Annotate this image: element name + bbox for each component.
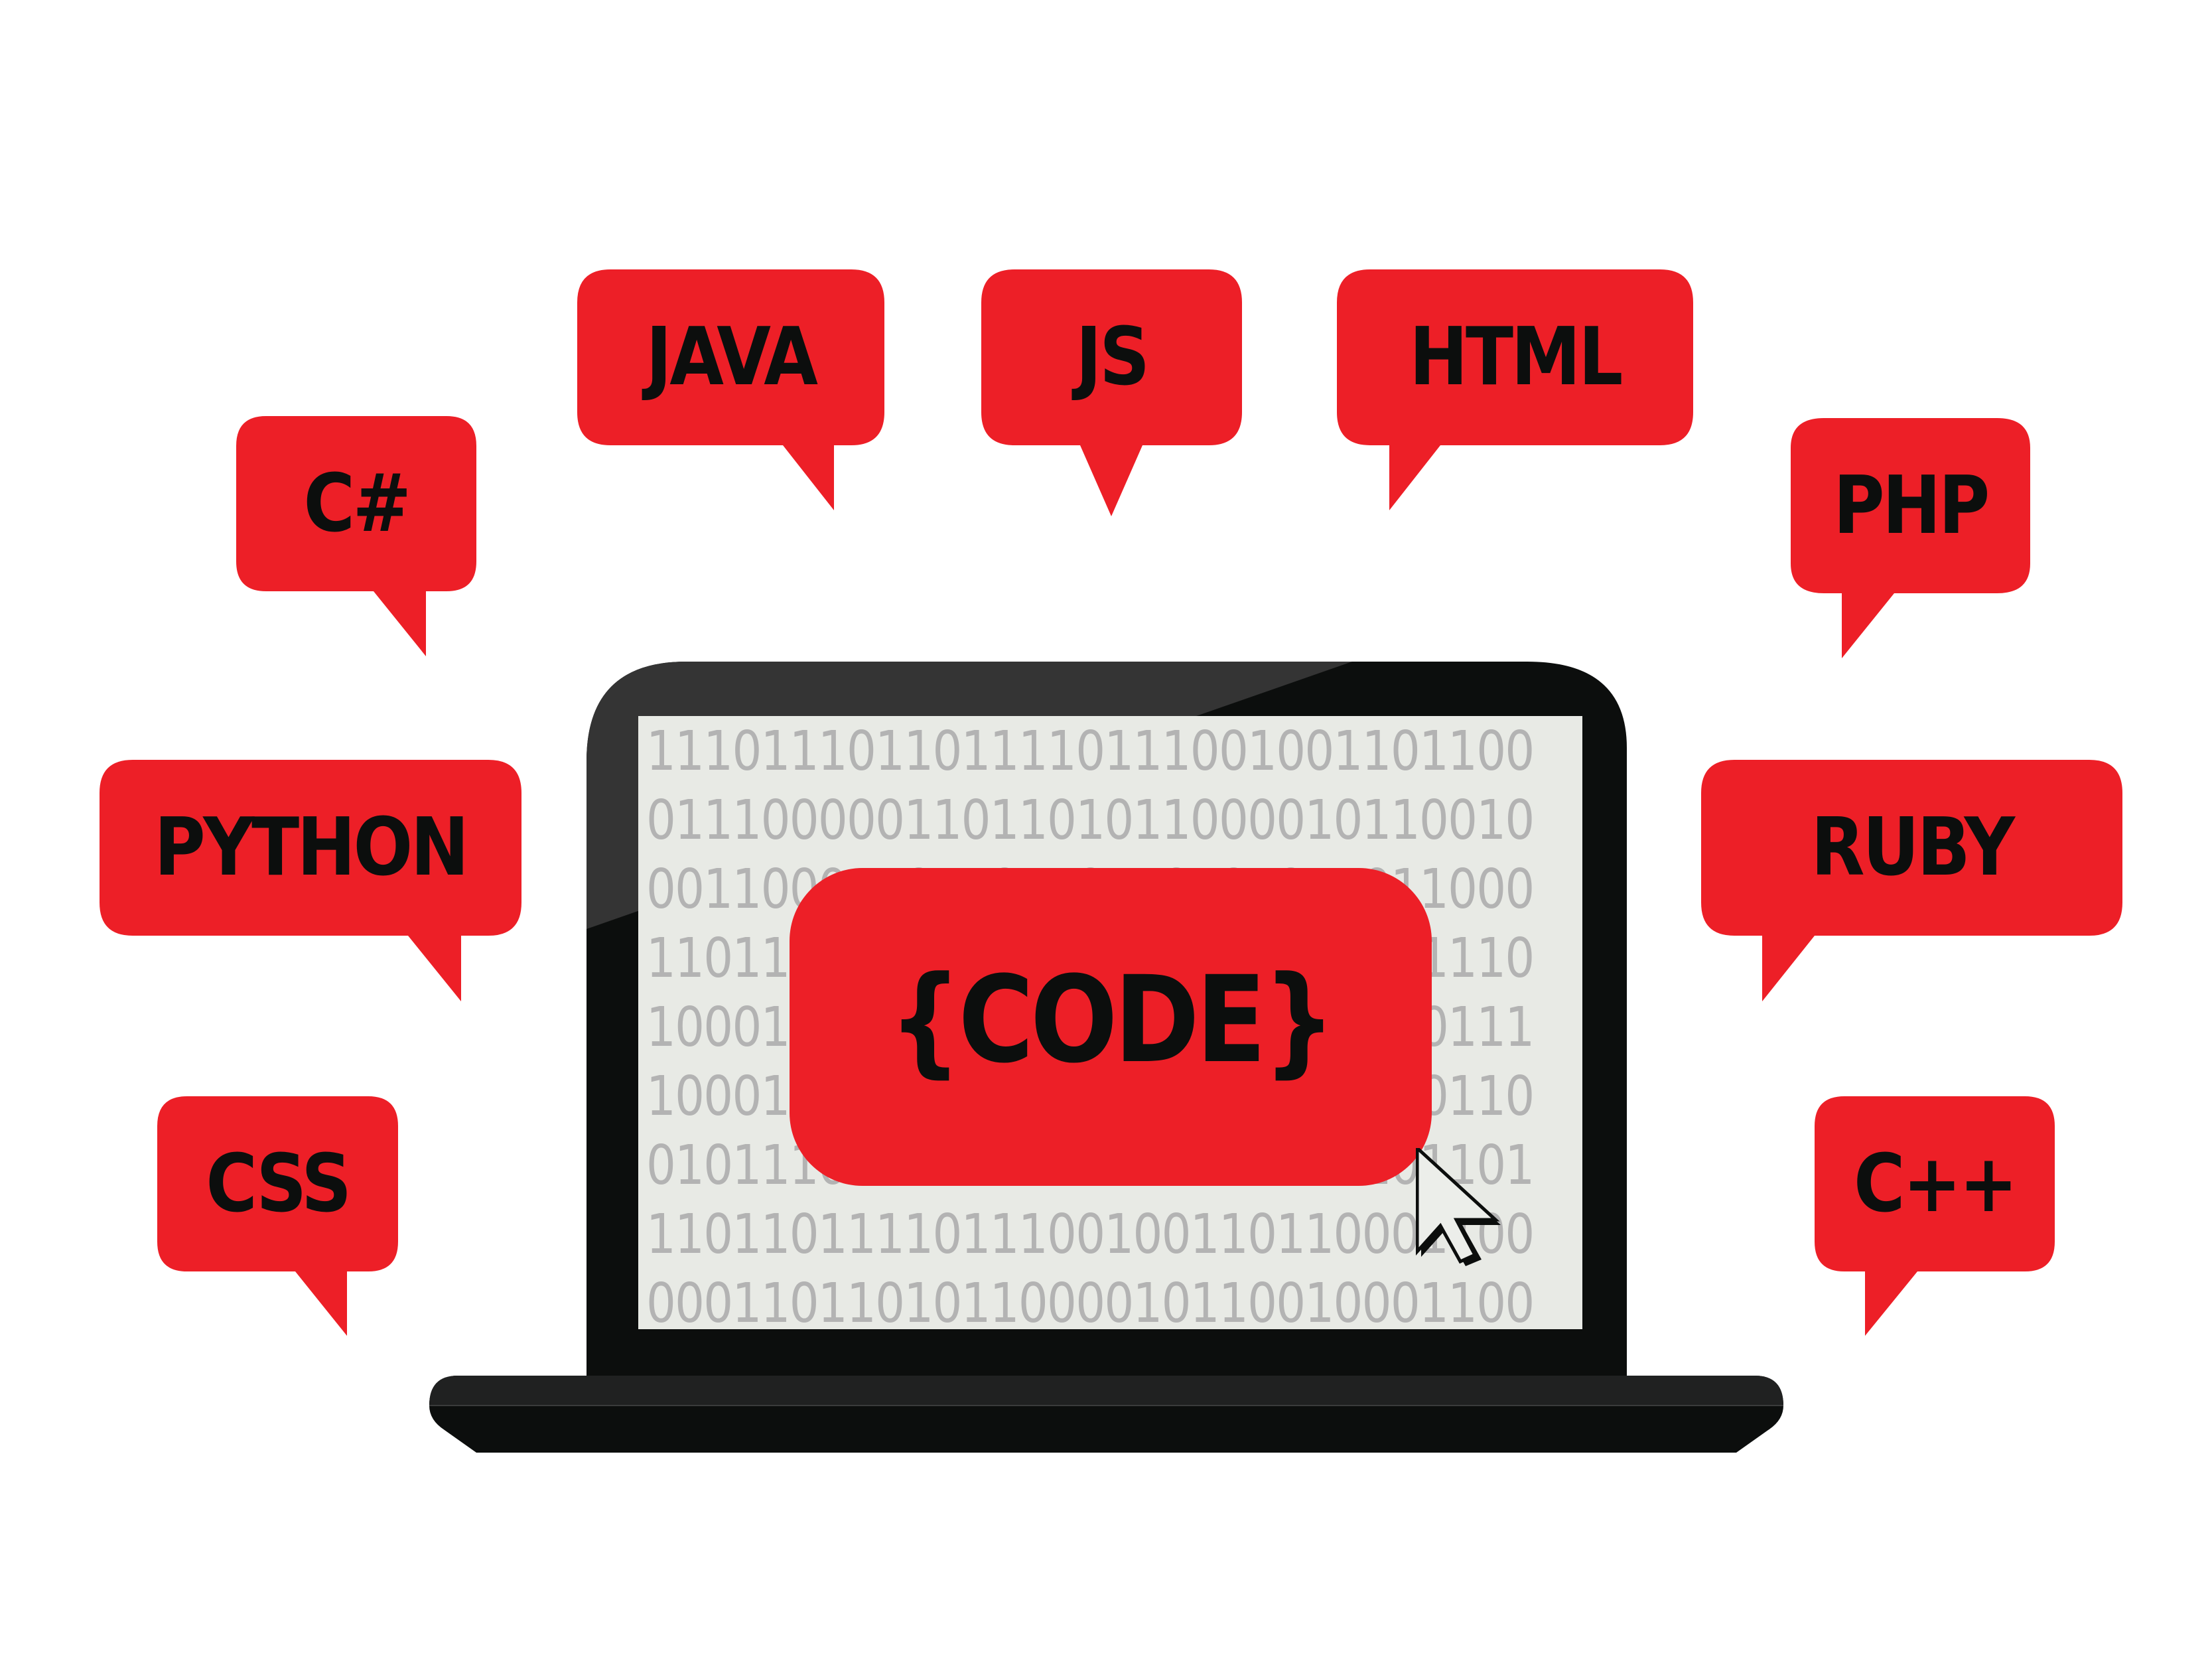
binary-row: 0111000001101101011000010110010 xyxy=(646,789,1535,852)
bubble-csharp: C# xyxy=(236,416,476,656)
bubble-label: HTML xyxy=(1409,311,1623,403)
speech-bubble-icon xyxy=(981,269,1242,516)
bubble-label: PYTHON xyxy=(154,802,469,894)
laptop-screen: 1110111011011110111001001101100 01110000… xyxy=(638,716,1582,1329)
speech-bubble-icon xyxy=(1791,418,2030,658)
bubble-label: JAVA xyxy=(646,311,818,403)
laptop-base-icon xyxy=(429,1376,1783,1453)
speech-bubble-icon xyxy=(1701,760,2122,1001)
bubble-ruby: RUBY xyxy=(1701,760,2122,1001)
bubble-js: JS xyxy=(981,269,1242,516)
binary-row: 1110111011011110111001001101100 xyxy=(646,720,1535,783)
bubble-python: PYTHON xyxy=(100,760,521,1001)
bubble-php: PHP xyxy=(1791,418,2030,658)
binary-row: 0001101101011000010110010001100 xyxy=(646,1272,1535,1330)
mouse-pointer-arrow-icon xyxy=(1416,1148,1501,1266)
bubble-label: RUBY xyxy=(1811,802,2015,894)
speech-bubble-icon xyxy=(1815,1096,2055,1336)
bubble-java: JAVA xyxy=(577,269,884,510)
speech-bubble-icon xyxy=(157,1096,398,1336)
bubble-cpp: C++ xyxy=(1815,1096,2055,1336)
bubble-label: C++ xyxy=(1854,1137,2018,1230)
speech-bubble-icon xyxy=(100,760,521,1001)
bubble-label: CSS xyxy=(206,1137,352,1230)
code-label: {CODE} xyxy=(888,951,1336,1090)
bubble-label: JS xyxy=(1075,311,1150,403)
code-banner: {CODE} xyxy=(790,868,1432,1186)
binary-row: 1101101111011100100110110001100 xyxy=(646,1203,1535,1266)
speech-bubble-icon xyxy=(577,269,884,510)
speech-bubble-icon xyxy=(1337,269,1693,510)
bubble-label: PHP xyxy=(1833,459,1990,552)
bubble-html: HTML xyxy=(1337,269,1693,510)
bubble-label: C# xyxy=(303,457,411,550)
speech-bubble-icon xyxy=(236,416,476,656)
bubble-css: CSS xyxy=(157,1096,398,1336)
